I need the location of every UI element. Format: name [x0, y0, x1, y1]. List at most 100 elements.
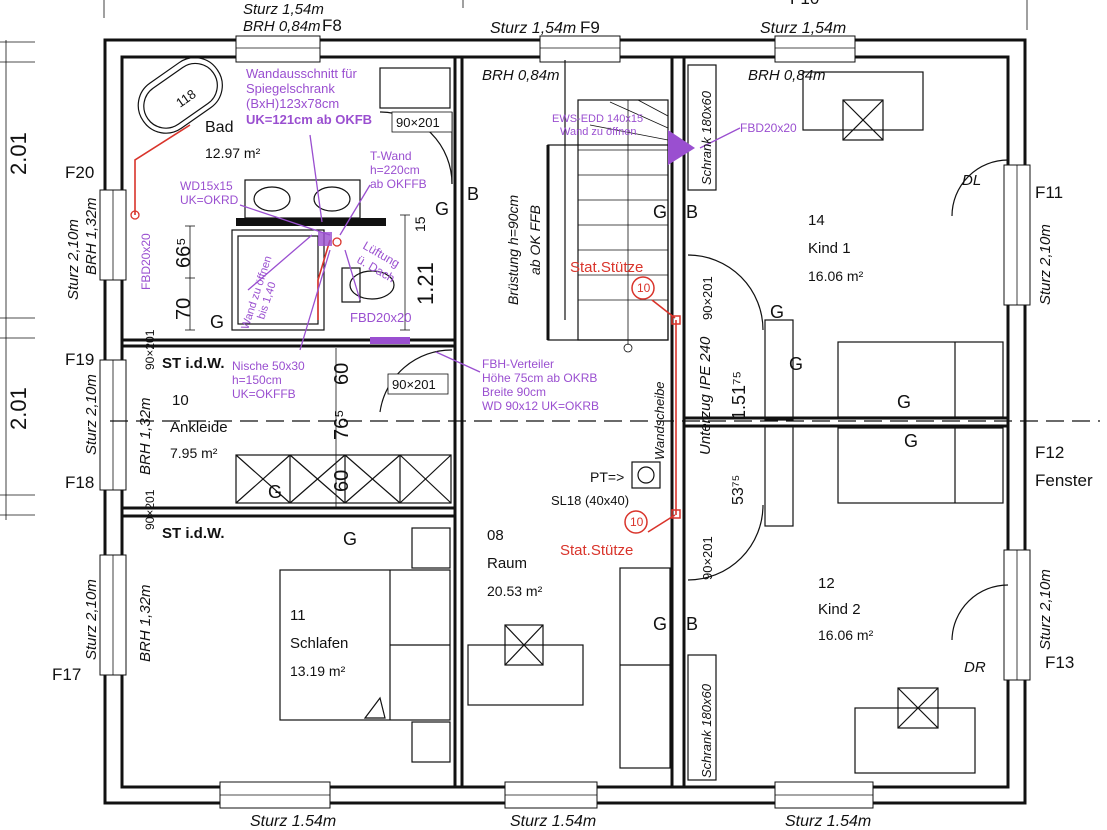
dim-1-51-75: 1.51⁷⁵ — [729, 371, 749, 420]
note-nische-3: UK=OKFFB — [232, 387, 296, 401]
lintel-top-right: Sturz 1,54m — [760, 20, 846, 37]
room-schlafen-area: 13.19 m² — [290, 663, 346, 679]
g-label-ankleide: G — [268, 482, 282, 502]
door-schlafen: 90×201 — [143, 489, 157, 530]
room-kind1-name: Kind 1 — [808, 240, 851, 257]
note-wandausschnitt-4: UK=121cm ab OKFB — [246, 112, 372, 127]
note-fbd-c: FBD20x20 — [740, 121, 797, 135]
note-wandausschnitt-1: Wandausschnitt für — [246, 66, 357, 81]
dim-15: 15 — [412, 216, 428, 232]
lintel-top-mid: Sturz 1,54m — [490, 20, 576, 37]
room-schlafen-number: 11 — [290, 607, 306, 624]
st-idw-1: ST i.d.W. — [162, 355, 225, 372]
room-kind1-area: 16.06 m² — [808, 268, 864, 284]
room-ankleide-name: Ankleide — [170, 419, 228, 436]
lintel-left-upper-sturz: Sturz 2,10m — [65, 219, 82, 300]
note-fbh-2: Höhe 75cm ab OKRB — [482, 371, 597, 385]
note-fbh-1: FBH-Verteiler — [482, 357, 554, 371]
room-raum-number: 08 — [487, 527, 504, 544]
misc-labels: ST i.d.W. ST i.d.W. G G B G G G B G B G … — [162, 86, 986, 778]
note-fbd-b: FBD20x20 — [350, 310, 411, 325]
g-label-stair: G — [653, 202, 667, 222]
b-label-raum: B — [686, 614, 698, 634]
door-dl: DL — [962, 172, 981, 189]
window-openings — [99, 35, 1031, 809]
dim-70: 70 — [173, 298, 195, 320]
lintel-left-mid-sturz: Sturz 2,10m — [83, 374, 100, 455]
window-f8: F8 — [322, 16, 342, 35]
window-f20: F20 — [65, 163, 94, 182]
note-wandausschnitt-3: (BxH)123x78cm — [246, 96, 339, 111]
dim-66-5: 66⁵ — [173, 237, 195, 268]
note-fbh-3: Breite 90cm — [482, 385, 546, 399]
room-schlafen-name: Schlafen — [290, 635, 348, 652]
note-ews-1: EWS-EDD 140x15 — [552, 113, 643, 125]
note-twand-3: ab OKFFB — [370, 177, 427, 191]
brh-stair: BRH 0,84m — [482, 67, 560, 84]
dim-60-b: 60 — [331, 470, 353, 492]
structural-elements: 10 10 Stat.Stütze Stat.Stütze — [130, 124, 681, 559]
window-f13: F13 — [1045, 653, 1074, 672]
purple-leaders — [239, 127, 741, 373]
window-f17: F17 — [52, 665, 81, 684]
door-kind2: 90×201 — [700, 536, 715, 580]
dim-1-21: 1.21 — [413, 262, 438, 305]
support-number-bottom: 10 — [630, 515, 644, 529]
support-number-top: 10 — [637, 281, 651, 295]
lintel-labels: Sturz 1,54m BRH 0,84m F8 Sturz 1,54m F9 … — [52, 0, 1093, 830]
window-f11: F11 — [1035, 183, 1063, 202]
unterzug-label: Unterzug IPE 240 — [697, 336, 714, 455]
bruestung-1: Brüstung h=90cm — [505, 195, 521, 305]
wandscheibe-label: Wandscheibe — [652, 381, 667, 460]
dim-edge-upper: 2.01 — [6, 132, 31, 175]
b-label-raum-top: B — [467, 184, 479, 204]
window-f19: F19 — [65, 350, 94, 369]
bed-schlafen — [279, 527, 451, 763]
door-dr: DR — [964, 659, 986, 676]
note-ews-2: Wand zu öffnen — [560, 126, 636, 138]
note-nische-2: h=150cm — [232, 373, 282, 387]
room-kind1-number: 14 — [808, 212, 825, 229]
support-marker-top — [631, 276, 655, 300]
note-fbd-a: FBD20x20 — [139, 233, 153, 290]
door-labels: 90×201 90×201 90×201 90×201 90×201 90×20… — [143, 111, 715, 580]
note-nische-1: Nische 50x30 — [232, 359, 305, 373]
lintel-top-left: Sturz 1,54m — [243, 1, 324, 18]
room-ankleide-area: 7.95 m² — [170, 445, 218, 461]
g-label-door-kind1: G — [770, 302, 784, 322]
bathroom-dimensions: 66⁵ 70 1.21 15 — [173, 214, 438, 331]
lintel-left-upper-brh: BRH 1,32m — [83, 197, 100, 275]
g-label-bed-kind2: G — [904, 431, 918, 451]
room-raum-name: Raum — [487, 555, 527, 572]
support-marker-bottom — [624, 510, 648, 534]
lintel-bottom-left: Sturz 1.54m — [250, 813, 336, 830]
room-kind2-number: 12 — [818, 575, 835, 592]
lintel-bottom-right: Sturz 1.54m — [785, 813, 871, 830]
dim-60-a: 60 — [331, 363, 353, 385]
window-f18: F18 — [65, 473, 94, 492]
window-f10-partial: F10 — [790, 0, 819, 8]
lintel-bottom-mid: Sturz 1.54m — [510, 813, 596, 830]
desk-raum — [467, 461, 671, 769]
lintel-right-upper-sturz: Sturz 2,10m — [1037, 224, 1054, 305]
dim-edge-lower: 2.01 — [6, 387, 31, 430]
door-kind1: 90×201 — [700, 276, 715, 320]
window-f9: F9 — [580, 18, 600, 37]
bathtub-dim-118: 118 — [173, 86, 199, 110]
kind-rooms-furniture — [687, 64, 1009, 781]
lintel-top-left-brh: BRH 0,84m — [243, 18, 321, 35]
pt-label: PT=> — [590, 469, 624, 485]
door-raum-top: 90×201 — [392, 377, 436, 392]
lintel-left-low-sturz: Sturz 2,10m — [83, 579, 100, 660]
dim-76-5: 76⁵ — [331, 409, 353, 440]
lintel-right-low-sturz: Sturz 2,10m — [1037, 569, 1054, 650]
room-bad-area: 12.97 m² — [205, 145, 261, 161]
room-ankleide-number: 10 — [172, 392, 189, 409]
sl18-label: SL18 (40x40) — [551, 493, 629, 508]
room-labels: Bad 12.97 m² 10 Ankleide 7.95 m² 11 Schl… — [170, 119, 874, 679]
room-kind2-area: 16.06 m² — [818, 627, 874, 643]
schrank-bottom: Schrank 180x60 — [699, 683, 714, 778]
note-twand-2: h=220cm — [370, 163, 420, 177]
